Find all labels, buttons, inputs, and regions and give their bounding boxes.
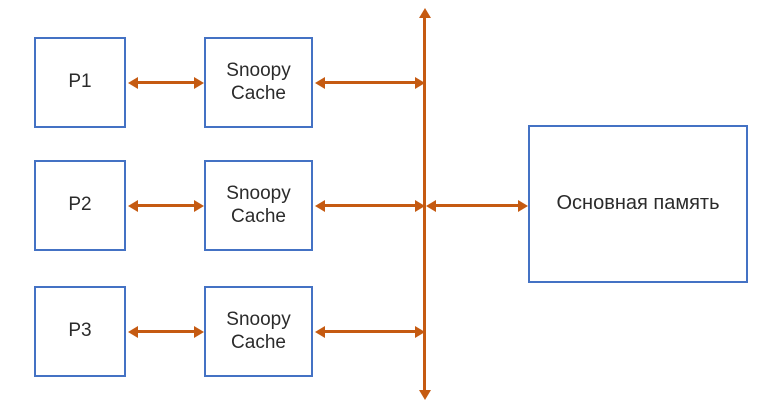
processor-label-p3: P3	[68, 320, 92, 342]
connector-line	[436, 204, 518, 207]
arrow-head-down-icon	[418, 390, 431, 400]
cache-box-2[interactable]: Snoopy Cache	[204, 160, 313, 251]
processor-label-p1: P1	[68, 71, 92, 93]
connector-line	[325, 204, 415, 207]
connector-line	[138, 330, 194, 333]
processor-box-p2[interactable]: P2	[34, 160, 126, 251]
arrow-head-left-icon	[315, 325, 325, 338]
connector-line	[325, 81, 415, 84]
connector-line	[138, 81, 194, 84]
connector-line	[325, 330, 415, 333]
main-memory-box[interactable]: Основная память	[528, 125, 748, 283]
arrow-head-left-icon	[315, 76, 325, 89]
arrow-head-left-icon	[315, 199, 325, 212]
main-memory-label: Основная память	[556, 192, 720, 215]
arrow-head-up-icon	[418, 8, 431, 18]
bus-line	[423, 18, 426, 390]
arrow-head-right-icon	[415, 199, 425, 212]
processor-box-p1[interactable]: P1	[34, 37, 126, 128]
cache-label-1: Snoopy Cache	[226, 60, 291, 104]
arrow-head-right-icon	[194, 199, 204, 212]
cache-box-3[interactable]: Snoopy Cache	[204, 286, 313, 377]
arrow-head-right-icon	[518, 199, 528, 212]
arrow-head-right-icon	[194, 76, 204, 89]
arrow-head-right-icon	[415, 76, 425, 89]
arrow-head-right-icon	[194, 325, 204, 338]
cache-box-1[interactable]: Snoopy Cache	[204, 37, 313, 128]
arrow-head-left-icon	[128, 199, 138, 212]
cache-label-2: Snoopy Cache	[226, 183, 291, 227]
arrow-head-left-icon	[128, 76, 138, 89]
cache-label-3: Snoopy Cache	[226, 309, 291, 353]
arrow-head-left-icon	[128, 325, 138, 338]
arrow-head-right-icon	[415, 325, 425, 338]
arrow-head-left-icon	[426, 199, 436, 212]
processor-label-p2: P2	[68, 194, 92, 216]
connector-line	[138, 204, 194, 207]
processor-box-p3[interactable]: P3	[34, 286, 126, 377]
